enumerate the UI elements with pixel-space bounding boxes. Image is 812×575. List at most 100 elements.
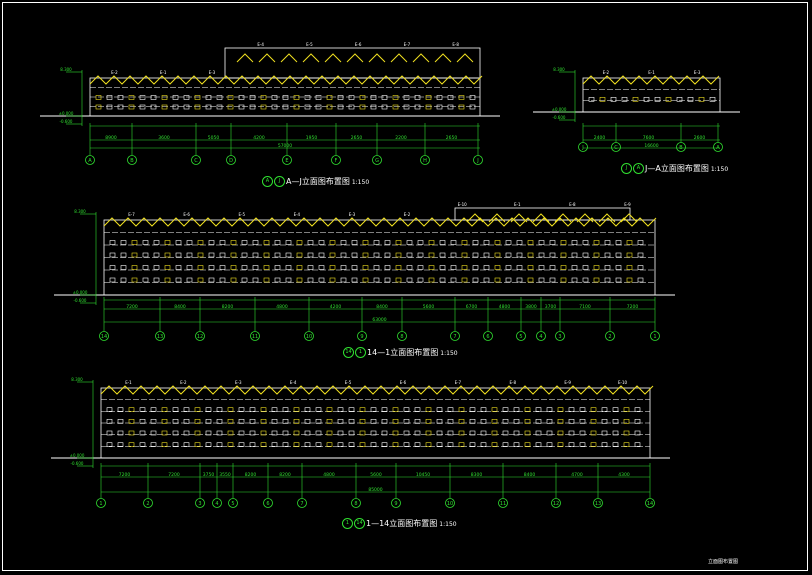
window xyxy=(307,240,314,245)
window xyxy=(557,430,564,436)
dimension-value: 3600 xyxy=(158,135,170,141)
window xyxy=(274,265,281,270)
axis-label: 7 xyxy=(300,501,303,507)
window xyxy=(326,95,333,100)
window xyxy=(186,240,193,245)
window xyxy=(120,252,127,258)
window xyxy=(637,265,644,270)
axis-bubble xyxy=(99,331,109,341)
window xyxy=(271,430,278,436)
roof-ornament xyxy=(89,75,483,85)
window xyxy=(260,407,267,412)
window xyxy=(373,265,380,270)
window xyxy=(348,430,355,436)
level-value: -0.600 xyxy=(553,115,566,120)
window xyxy=(252,265,259,270)
window xyxy=(164,277,171,283)
window xyxy=(579,442,586,447)
window xyxy=(428,265,435,270)
window xyxy=(252,240,259,245)
unit-tag: E-5 xyxy=(306,42,313,47)
gable-ornament xyxy=(532,213,550,223)
window xyxy=(709,97,716,102)
window xyxy=(208,277,215,283)
window xyxy=(194,407,201,412)
gable-ornament xyxy=(346,53,364,63)
window xyxy=(128,104,135,110)
window xyxy=(491,407,498,412)
window xyxy=(318,277,325,283)
window xyxy=(260,104,267,110)
window xyxy=(513,430,520,436)
caption-scale: 1:150 xyxy=(440,350,458,357)
window xyxy=(403,430,410,436)
window xyxy=(384,252,391,258)
caption-scale: 1:150 xyxy=(351,179,370,186)
window xyxy=(230,240,237,245)
window xyxy=(194,419,201,424)
axis-bubble xyxy=(713,142,723,152)
unit-tag: E-4 xyxy=(290,380,297,385)
window xyxy=(483,265,490,270)
dimension-value: 4300 xyxy=(618,472,630,478)
window xyxy=(610,97,617,102)
window xyxy=(117,95,124,100)
window xyxy=(260,95,267,100)
window xyxy=(505,265,512,270)
window xyxy=(425,95,432,100)
dimension-value: 1950 xyxy=(306,135,318,141)
dimension-value: 8400 xyxy=(376,304,388,310)
axis-label: 9 xyxy=(360,334,363,340)
window xyxy=(406,240,413,245)
window xyxy=(304,95,311,100)
window xyxy=(175,265,182,270)
window xyxy=(601,430,608,436)
window xyxy=(359,442,366,447)
window xyxy=(183,104,190,110)
axis-bubble xyxy=(250,331,260,341)
window xyxy=(450,277,457,283)
roof-ornament xyxy=(582,75,720,85)
axis-bubble xyxy=(85,155,95,165)
window xyxy=(546,419,553,424)
window xyxy=(249,442,256,447)
window xyxy=(241,265,248,270)
window xyxy=(95,95,102,100)
caption-text: J—A立面图布置图 xyxy=(645,164,709,173)
window xyxy=(150,95,157,100)
axis-label: A xyxy=(716,145,720,151)
level-value: 8.300 xyxy=(553,67,565,72)
window xyxy=(337,95,344,100)
right-axis-badge: 1 xyxy=(355,347,366,358)
window xyxy=(428,252,435,258)
window xyxy=(183,430,190,436)
window xyxy=(535,430,542,436)
window xyxy=(274,277,281,283)
window xyxy=(373,277,380,283)
window xyxy=(351,277,358,283)
window xyxy=(634,442,641,447)
total-dimension-value: 57000 xyxy=(278,143,292,149)
window xyxy=(373,252,380,258)
axis-label: 1 xyxy=(99,501,102,507)
window xyxy=(494,240,501,245)
dimension-value: 2650 xyxy=(351,135,363,141)
window xyxy=(557,419,564,424)
dimension-value: 2400 xyxy=(594,135,606,141)
window xyxy=(425,419,432,424)
dimension-value: 10450 xyxy=(416,472,430,478)
window xyxy=(604,252,611,258)
caption-scale: 1:150 xyxy=(439,521,457,528)
window xyxy=(315,95,322,100)
window xyxy=(263,252,270,258)
window xyxy=(293,407,300,412)
window xyxy=(205,419,212,424)
axis-bubble xyxy=(536,331,546,341)
window xyxy=(326,407,333,412)
axis-bubble xyxy=(282,155,292,165)
window xyxy=(219,252,226,258)
axis-label: B xyxy=(679,145,683,151)
window xyxy=(106,95,113,100)
